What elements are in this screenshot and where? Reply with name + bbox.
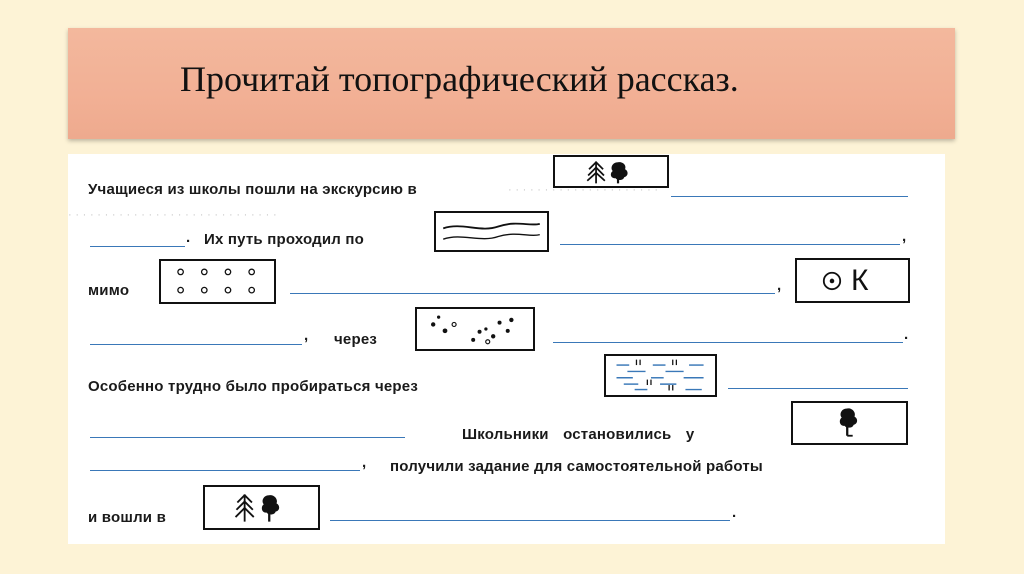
swamp-symbol (604, 354, 717, 397)
well-symbol: К (795, 258, 910, 303)
punctuation: . (186, 229, 191, 246)
worksheet: · · · · · · · · · · · · · · · · · · · · … (68, 154, 945, 544)
well-icon (822, 271, 842, 291)
bleed-through-text: · · · · · · · · · · · · · · · · · · · · … (68, 209, 277, 221)
punctuation: , (902, 228, 907, 245)
punctuation: . (732, 504, 737, 521)
story-text-line-2: Их путь проходил по (204, 231, 365, 248)
story-text-line-7: получили задание для самостоятельной раб… (390, 458, 763, 475)
answer-line[interactable] (90, 437, 405, 438)
answer-line[interactable] (560, 244, 900, 245)
orchard-symbol (159, 259, 276, 304)
orchard-icon (177, 268, 256, 294)
answer-line[interactable] (290, 293, 775, 294)
story-text-line-5: Особенно трудно было пробираться через (88, 378, 418, 395)
title-banner: Прочитай топографический рассказ. (68, 28, 955, 139)
mixed-forest-symbol (203, 485, 320, 530)
mixed-forest-icon (586, 161, 628, 184)
story-text-line-4: через (334, 331, 378, 348)
punctuation: , (362, 454, 367, 471)
mixed-forest-icon (234, 494, 280, 522)
shrubs-icon (431, 315, 514, 345)
dirt-road-icon (442, 222, 541, 240)
well-letter: К (851, 264, 869, 297)
punctuation: , (777, 277, 782, 294)
punctuation: , (304, 327, 309, 344)
answer-line[interactable] (90, 246, 185, 247)
punctuation: . (904, 326, 909, 343)
story-text-line-8: и вошли в (88, 509, 167, 526)
swamp-icon (616, 359, 704, 391)
shrubs-symbol (415, 307, 535, 351)
story-text-line-6: Школьники остановились у (462, 426, 695, 443)
answer-line[interactable] (330, 520, 730, 521)
dirt-road-symbol (434, 211, 549, 252)
answer-line[interactable] (90, 344, 302, 345)
answer-line[interactable] (671, 196, 908, 197)
answer-line[interactable] (553, 342, 903, 343)
story-text-line-1: Учащиеся из школы пошли на экскурсию в (88, 181, 417, 198)
deciduous-tree-icon (839, 408, 858, 437)
answer-line[interactable] (90, 470, 360, 471)
story-text-line-3: мимо (88, 282, 130, 299)
page-title: Прочитай топографический рассказ. (180, 59, 739, 99)
deciduous-tree-symbol (791, 401, 908, 445)
mixed-forest-symbol (553, 155, 669, 188)
answer-line[interactable] (728, 388, 908, 389)
